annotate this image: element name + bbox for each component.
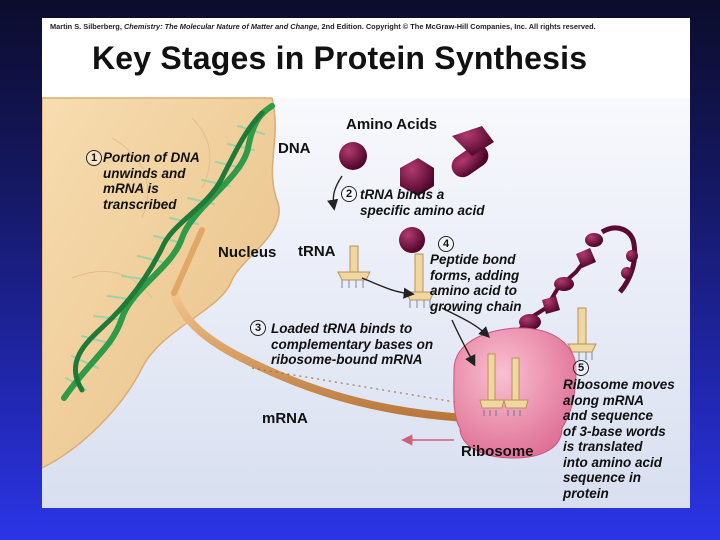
credit-book: Chemistry: The Molecular Nature of Matte… [123,22,320,31]
label-mrna: mRNA [262,410,308,427]
step-2-text: tRNA binds a specific amino acid [360,187,485,218]
page-title: Key Stages in Protein Synthesis [92,40,588,76]
protein-synthesis-illustration [42,97,690,508]
free-amino-acids [339,126,494,196]
label-dna: DNA [278,140,311,157]
step-2-number: 2 [341,186,357,202]
slide: Martin S. Silberberg, Chemistry: The Mol… [42,18,690,508]
label-ribosome: Ribosome [461,443,534,460]
step-4-number: 4 [438,236,454,252]
process-arrows [327,175,490,367]
credit-author: Martin S. Silberberg, [50,22,122,31]
step-1-text: Portion of DNA unwinds and mRNA is trans… [103,150,200,212]
trna-molecules [337,227,597,360]
label-trna: tRNA [298,243,336,260]
credit-copyright: Copyright © The McGraw-Hill Companies, I… [365,22,596,31]
dna-helix [61,103,275,401]
credit-edition: 2nd Edition. [321,22,364,31]
step-3-number: 3 [250,320,266,336]
step-5-number: 5 [573,360,589,376]
ribosome [453,327,577,459]
label-amino-acids: Amino Acids [346,116,438,133]
copyright-credit: Martin S. Silberberg, Chemistry: The Mol… [50,22,596,31]
step-5-text: Ribosome moves along mRNA and sequence o… [563,377,675,501]
step-1-number: 1 [86,150,102,166]
label-nucleus: Nucleus [218,244,277,261]
step-3-text: Loaded tRNA binds to complementary bases… [271,321,434,367]
step-4-text: Peptide bond forms, adding amino acid to… [430,252,522,314]
